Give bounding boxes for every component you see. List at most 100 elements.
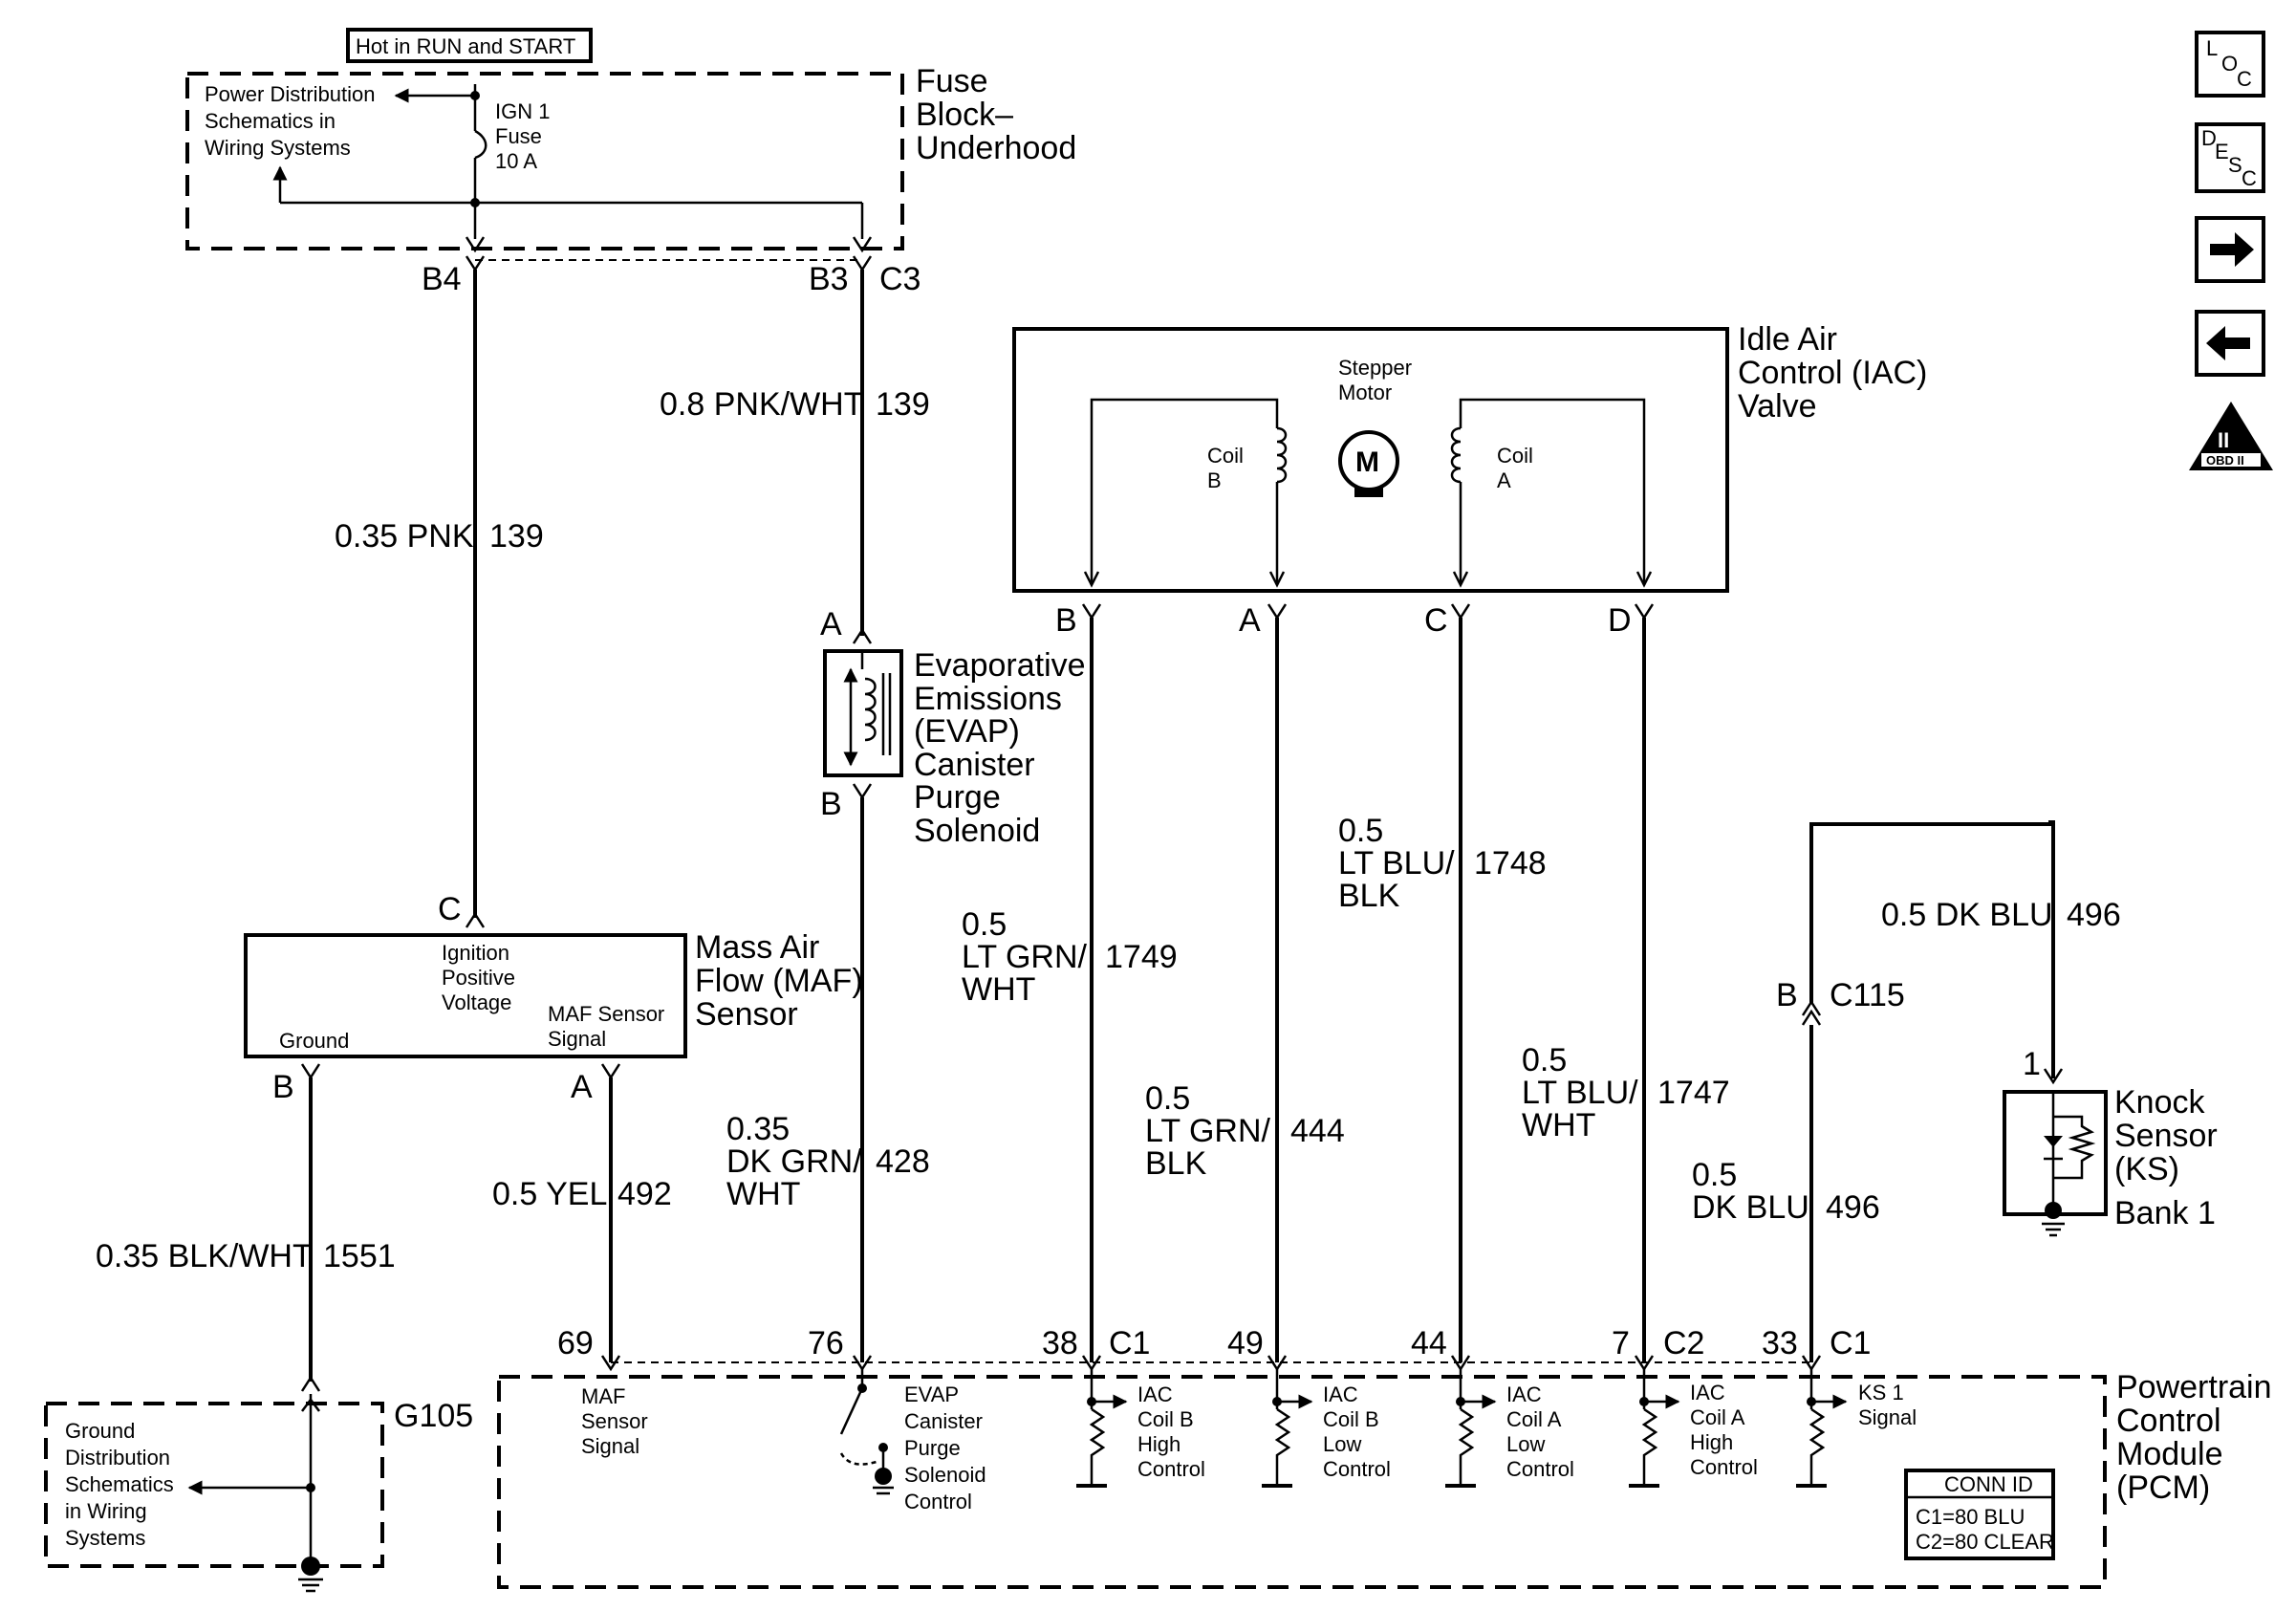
wire-1749-circuit: 1749 — [1105, 939, 1178, 975]
wire-428-circuit: 428 — [876, 1143, 930, 1180]
wire-1749-gauge-1: 0.5 — [962, 906, 1007, 943]
wire-1749-gauge-2: LT GRN/ — [962, 939, 1088, 975]
iac-a-low-4: Control — [1506, 1457, 1574, 1481]
fuse-label-1: IGN 1 — [495, 99, 550, 123]
conn-id-title: CONN ID — [1944, 1472, 2033, 1496]
motor-symbol: M — [1355, 446, 1379, 478]
evap-title-1: Evaporative — [914, 647, 1086, 684]
iac-a-high-2: Coil A — [1690, 1405, 1745, 1429]
resistor-icon — [1274, 1407, 1291, 1484]
conn-id-c1: C1=80 BLU — [1916, 1505, 2025, 1529]
ks-signal-2: Signal — [1858, 1405, 1917, 1429]
wire-496-low-gauge-2: DK BLU — [1692, 1189, 1809, 1226]
desc-button[interactable]: D E S C — [2195, 122, 2265, 193]
maf-c-chevron — [465, 911, 486, 928]
maf-signal-1: MAF Sensor — [548, 1002, 664, 1026]
pcm-pin-49: 49 — [1227, 1325, 1264, 1361]
coil-a-icon — [1450, 426, 1462, 484]
evap-a-chevron — [852, 627, 873, 644]
ks-pin-1: 1 — [2023, 1046, 2041, 1082]
wire-492-gauge: 0.5 YEL — [492, 1176, 607, 1212]
pcm-conn-c1a: C1 — [1109, 1325, 1150, 1361]
evap-solenoid: Evaporative Emissions (EVAP) Canister Pu… — [823, 647, 1086, 849]
wire-139-left-circuit: 139 — [489, 518, 544, 555]
fuse-label-2: Fuse — [495, 124, 542, 148]
pin-b3: B3 — [809, 261, 849, 297]
maf-title-3: Sensor — [695, 996, 798, 1033]
wire-1747-gauge-3: WHT — [1522, 1107, 1595, 1143]
ks-diode-icon — [2044, 1136, 2063, 1147]
evap-title-6: Solenoid — [914, 813, 1040, 849]
coil-a-label-1: Coil — [1497, 444, 1533, 468]
iac-title-1: Idle Air — [1738, 321, 1837, 358]
prev-button[interactable] — [2195, 310, 2265, 377]
stepper-motor-label-1: Stepper — [1338, 356, 1412, 380]
wire-1748-gauge-2: LT BLU/ — [1338, 845, 1455, 882]
iac-a-low-1: IAC — [1506, 1382, 1542, 1406]
obd-ii-button[interactable]: II OBD II — [2189, 402, 2273, 470]
iac-pin-b: B — [1055, 602, 1077, 639]
fuse-symbol — [474, 129, 487, 160]
obd-text-bg — [2201, 453, 2261, 467]
maf-a-chevron — [600, 1063, 621, 1080]
wire-428-gauge-3: WHT — [726, 1176, 800, 1212]
stepper-motor-label-2: Motor — [1338, 381, 1392, 404]
pcm-maf-3: Signal — [581, 1434, 639, 1458]
pcm-evap-5: Control — [904, 1490, 972, 1513]
obd-text: OBD II — [2206, 453, 2244, 468]
knock-sensor: Knock Sensor (KS) Bank 1 — [2003, 1084, 2218, 1237]
iac-b-chevron — [1081, 603, 1102, 620]
iac-a-low-2: Coil A — [1506, 1407, 1562, 1431]
ks-ground-icon — [2045, 1202, 2062, 1219]
ground-icon — [301, 1557, 320, 1576]
iac-b-low-1: IAC — [1323, 1382, 1358, 1406]
iac-title-2: Control (IAC) — [1738, 355, 1927, 391]
ground-block: G105 Ground Distribution Schematics in W… — [44, 1394, 473, 1593]
next-button[interactable] — [2195, 216, 2265, 283]
wire-496-low-circuit: 496 — [1826, 1189, 1880, 1226]
iac-b-low-2: Coil B — [1323, 1407, 1379, 1431]
evap-title-2: Emissions — [914, 681, 1062, 717]
power-ref-3: Wiring Systems — [205, 136, 351, 160]
desc-e: E — [2215, 140, 2229, 163]
maf-sensor: Ignition Positive Voltage Ground MAF Sen… — [244, 929, 863, 1058]
g105-arrow — [301, 1397, 320, 1412]
maf-b-chevron — [300, 1063, 321, 1080]
c115-pin: B — [1776, 977, 1798, 1013]
maf-ground-label: Ground — [279, 1029, 349, 1053]
desc-s: S — [2228, 153, 2242, 177]
iac-b-low-3: Low — [1323, 1432, 1361, 1456]
ground-ref-1: Ground — [65, 1419, 135, 1443]
wire-139-top-gauge: 0.8 PNK/WHT — [660, 386, 863, 423]
pcm-title-2: Control — [2116, 1403, 2221, 1439]
hot-label: Hot in RUN and START — [356, 34, 575, 58]
hot-label-box: Hot in RUN and START — [346, 28, 593, 63]
ks-title-3: (KS) — [2114, 1151, 2179, 1187]
b3-chevron — [852, 236, 873, 253]
resistor-icon — [1089, 1407, 1106, 1484]
iac-a-low-driver — [1445, 1369, 1497, 1488]
g105-chevron — [300, 1375, 321, 1392]
fuse-block-title-1: Fuse — [916, 63, 988, 99]
coil-b-icon — [1276, 426, 1288, 484]
wire-139-left-gauge: 0.35 PNK — [335, 518, 474, 555]
pcm-pin-38: 38 — [1042, 1325, 1078, 1361]
motor-base — [1354, 488, 1383, 497]
wire-1747-circuit: 1747 — [1657, 1075, 1730, 1111]
wire-139-top-circuit: 139 — [876, 386, 930, 423]
ks-title-4: Bank 1 — [2114, 1195, 2216, 1231]
resistor-icon — [1641, 1407, 1658, 1484]
wire-1749-gauge-3: WHT — [962, 971, 1035, 1008]
ground-ref-2: Distribution — [65, 1446, 170, 1469]
loc-button[interactable]: L O C — [2195, 31, 2265, 98]
iac-b-high-4: Control — [1137, 1457, 1205, 1481]
pin-c3: C3 — [879, 261, 921, 297]
loc-c: C — [2237, 67, 2252, 91]
iac-a-high-1: IAC — [1690, 1381, 1725, 1404]
pcm-pin-7: 7 — [1612, 1325, 1630, 1361]
iac-title-3: Valve — [1738, 388, 1817, 425]
maf-ign-1: Ignition — [442, 941, 509, 965]
conn-id-c2: C2=80 CLEAR — [1916, 1530, 2054, 1554]
coil-a-label-2: A — [1497, 468, 1511, 492]
wire-444-gauge-3: BLK — [1145, 1145, 1207, 1182]
